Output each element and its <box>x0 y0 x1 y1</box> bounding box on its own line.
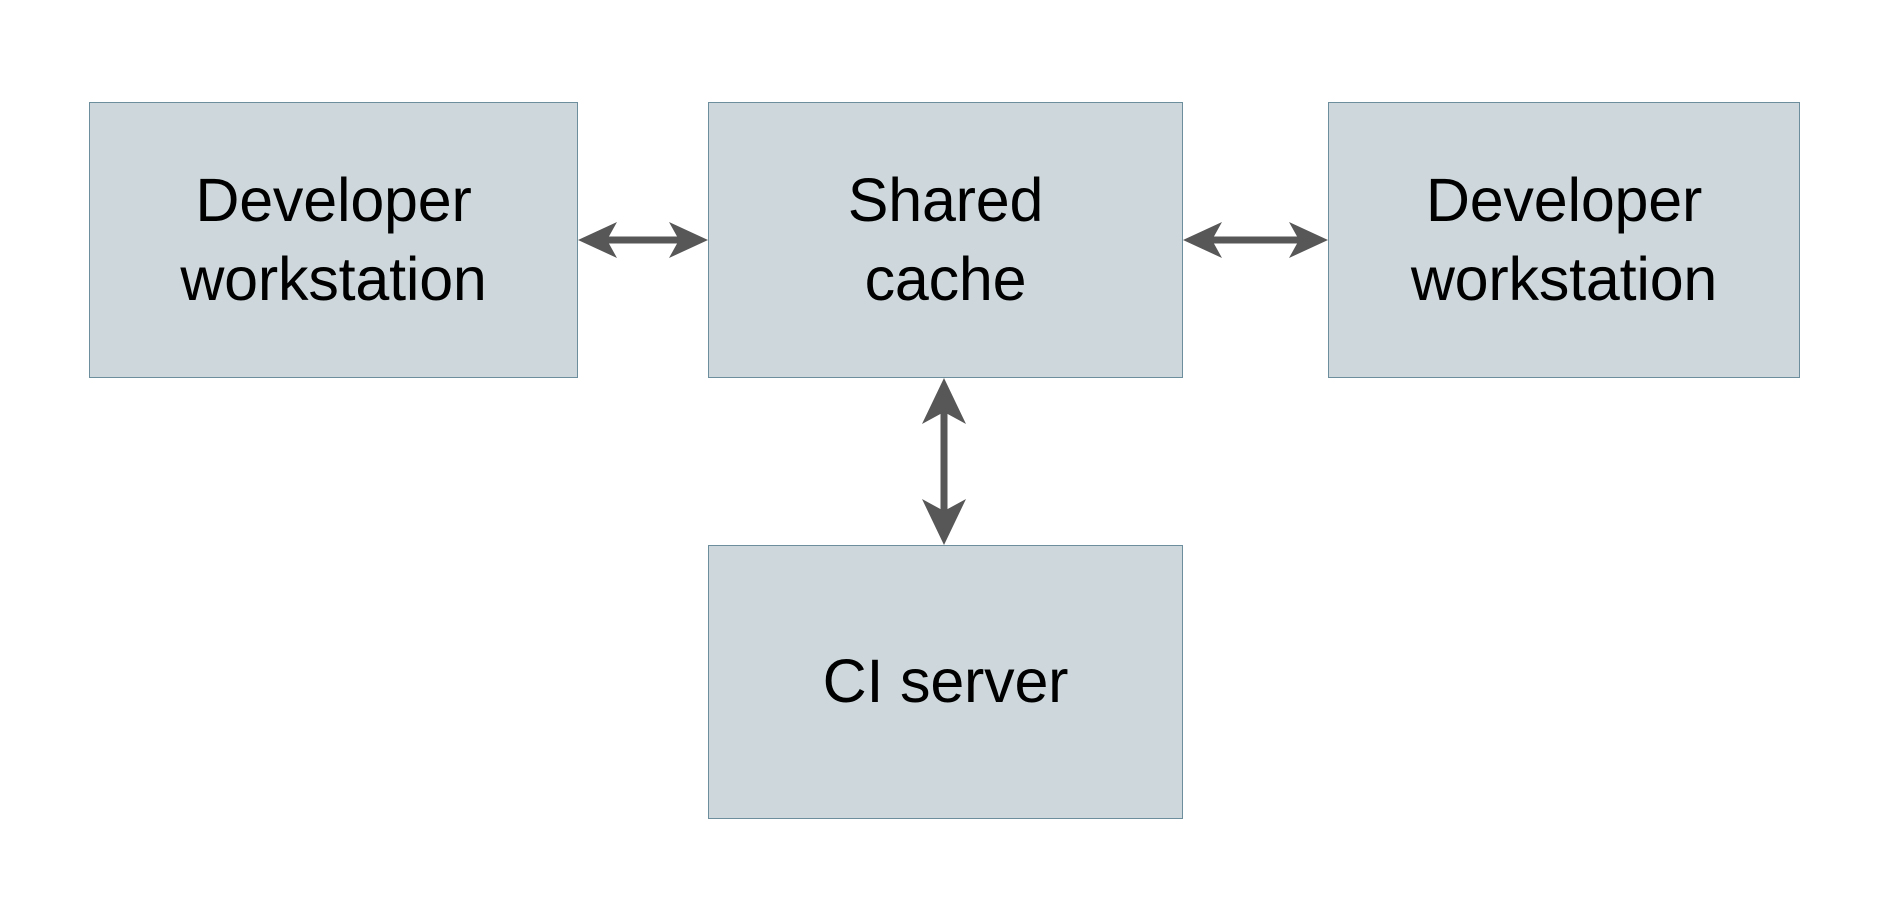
arrowhead-right-icon <box>669 222 708 258</box>
arrowhead-left-icon <box>1183 222 1222 258</box>
arrowhead-left-icon <box>578 222 617 258</box>
node-shared-cache[interactable]: Shared cache <box>708 102 1183 378</box>
arrowhead-right-icon <box>1289 222 1328 258</box>
arrowhead-up-icon <box>922 378 966 424</box>
connector-shared-cache-to-ci-server[interactable] <box>922 378 966 545</box>
node-label-developer-workstation-right: Developer workstation <box>1410 165 1718 313</box>
node-ci-server[interactable]: CI server <box>708 545 1183 819</box>
arrowhead-down-icon <box>922 499 966 545</box>
connector-shared-cache-to-right-dev[interactable] <box>1183 222 1328 258</box>
node-label-ci-server: CI server <box>822 647 1069 716</box>
connector-left-dev-to-shared-cache[interactable] <box>578 222 708 258</box>
node-label-developer-workstation-left: Developer workstation <box>180 165 487 313</box>
node-label-shared-cache: Shared cache <box>847 165 1044 313</box>
node-developer-workstation-left[interactable]: Developer workstation <box>89 102 578 378</box>
node-developer-workstation-right[interactable]: Developer workstation <box>1328 102 1800 378</box>
